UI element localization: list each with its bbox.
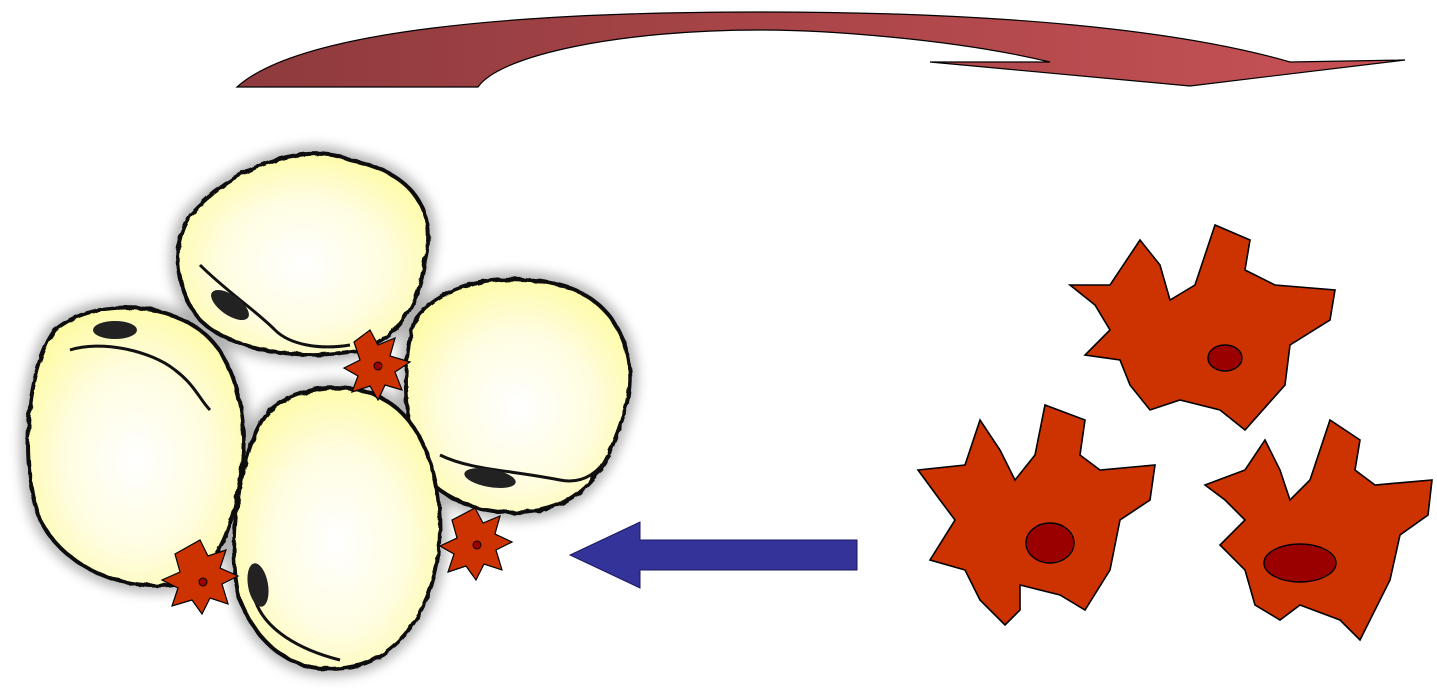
adipocyte-bottom — [234, 388, 440, 669]
macrophage-bottom-right — [1205, 420, 1432, 640]
blue-arrow — [570, 522, 857, 588]
adipocyte-left — [28, 308, 244, 586]
nucleus — [93, 321, 137, 339]
macrophage-bottom-left — [918, 405, 1155, 625]
adipocyte-cluster — [28, 154, 630, 669]
macrophage-top — [1070, 225, 1335, 430]
macrophage-group — [918, 225, 1432, 640]
curved-arrow — [237, 12, 1405, 87]
